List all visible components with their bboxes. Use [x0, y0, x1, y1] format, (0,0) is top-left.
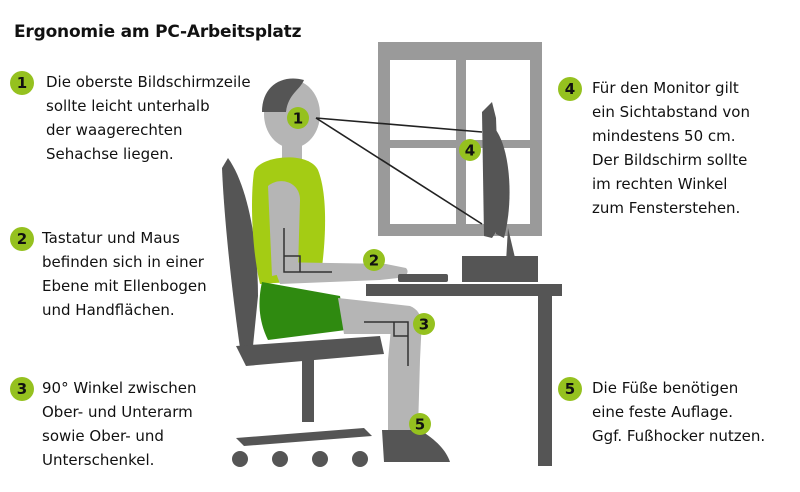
angle-arm-icon	[283, 228, 332, 273]
marker-2-label: 2	[369, 252, 379, 270]
marker-5: 5	[409, 413, 431, 435]
desk-icon	[366, 284, 562, 466]
window-icon	[378, 42, 542, 236]
keyboard-icon	[398, 274, 448, 282]
angle-leg-icon	[364, 321, 409, 366]
marker-4: 4	[459, 139, 481, 161]
sight-lines	[315, 117, 483, 225]
note-5-text: Die Füße benötigen eine feste Auflage. G…	[592, 379, 766, 445]
marker-4-label: 4	[465, 142, 475, 160]
badge-1: 1	[10, 71, 34, 95]
badge-4: 4	[558, 77, 582, 101]
note-2: 2 Tastatur und Maus befinden sich in ein…	[10, 226, 207, 322]
note-5: 5 Die Füße benötigen eine feste Auflage.…	[558, 376, 765, 448]
badge-2: 2	[10, 227, 34, 251]
person-icon	[252, 78, 450, 462]
monitor-icon	[462, 102, 538, 282]
badge-5: 5	[558, 377, 582, 401]
note-3: 3 90° Winkel zwischen Ober- und Unterarm…	[10, 376, 196, 472]
note-1: 1 Die oberste Bildschirmzeile sollte lei…	[10, 70, 251, 166]
marker-3: 3	[413, 313, 435, 335]
note-4: 4 Für den Monitor gilt ein Sichtabstand …	[558, 76, 750, 220]
marker-1: 1	[287, 107, 309, 129]
badge-3: 3	[10, 377, 34, 401]
marker-3-label: 3	[419, 316, 429, 334]
note-3-text: 90° Winkel zwischen Ober- und Unterarm s…	[42, 379, 197, 469]
page-title: Ergonomie am PC-Arbeitsplatz	[14, 22, 302, 42]
note-1-text: Die oberste Bildschirmzeile sollte leich…	[46, 73, 251, 163]
marker-5-label: 5	[415, 416, 425, 434]
chair-icon	[222, 158, 384, 467]
note-4-text: Für den Monitor gilt ein Sichtabstand vo…	[592, 79, 750, 217]
marker-1-label: 1	[293, 110, 303, 128]
marker-2: 2	[363, 249, 385, 271]
note-2-text: Tastatur und Maus befinden sich in einer…	[42, 229, 207, 319]
